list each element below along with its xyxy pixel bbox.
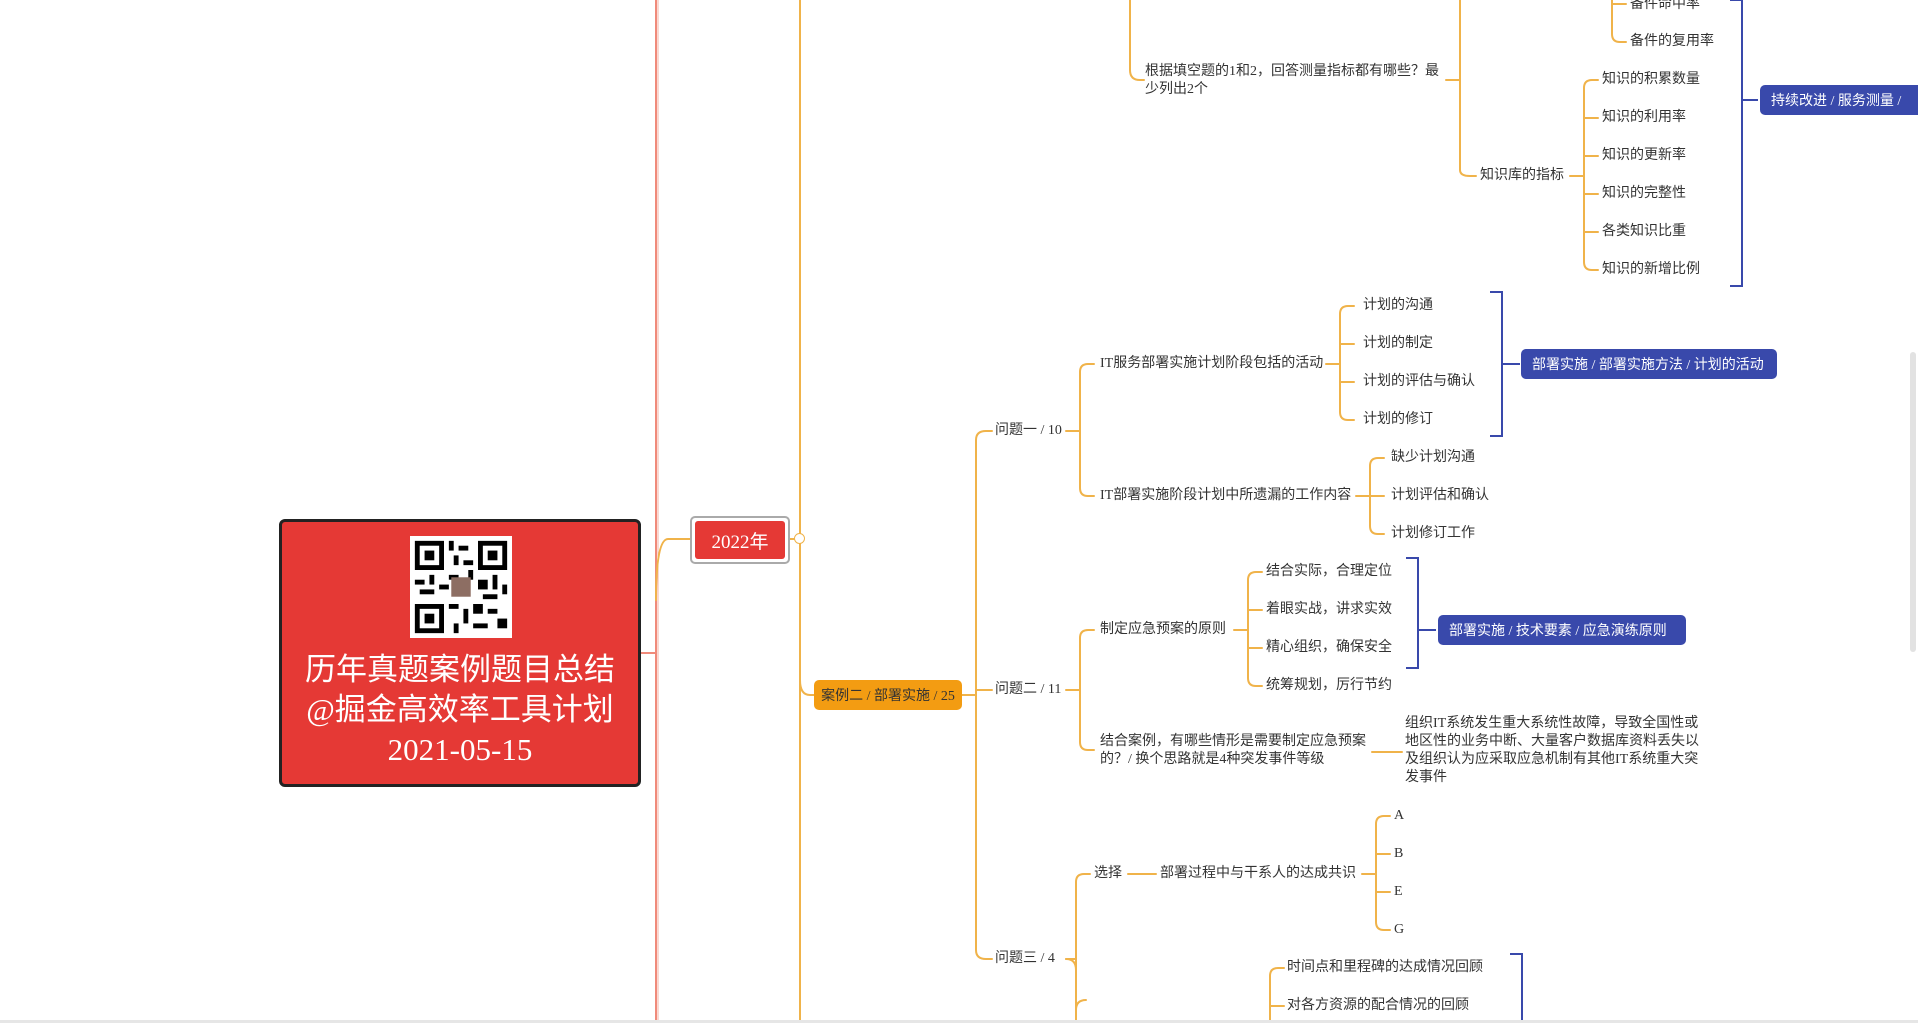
spare-item-2[interactable]: 备件的复用率 xyxy=(1630,34,1714,49)
q3-node[interactable]: 问题三 / 4 xyxy=(995,951,1055,966)
horizontal-scrollbar[interactable] xyxy=(0,1020,1918,1023)
spare-item-1[interactable]: 备件命中率 xyxy=(1630,0,1700,12)
year-label: 2022年 xyxy=(695,521,785,559)
q3-choice-node[interactable]: 选择 xyxy=(1094,866,1122,881)
measure-question-node[interactable]: 根据填空题的1和2，回答测量指标都有哪些？最少列出2个 xyxy=(1145,64,1439,97)
q2-a1-item-1[interactable]: 结合实际，合理定位 xyxy=(1266,564,1392,579)
root-date: 2021-05-15 xyxy=(387,732,533,767)
kb-item-5[interactable]: 各类知识比重 xyxy=(1602,224,1686,239)
q2-answer2-node[interactable]: 结合案例，有哪些情形是需要制定应急预案的？/ 换个思路就是4种突发事件等级 xyxy=(1100,734,1366,767)
root-node[interactable]: 历年真题案例题目总结 @掘金高效率工具计划 2021-05-15 xyxy=(279,519,641,787)
q2-answer1-node[interactable]: 制定应急预案的原则 xyxy=(1100,622,1226,637)
q1-a1-item-3[interactable]: 计划的评估与确认 xyxy=(1363,374,1475,389)
vertical-scrollbar[interactable] xyxy=(1910,352,1916,652)
kb-item-2[interactable]: 知识的利用率 xyxy=(1602,110,1686,125)
q3-option-g[interactable]: G xyxy=(1394,922,1405,937)
q3-consensus-node[interactable]: 部署过程中与干系人的达成共识 xyxy=(1160,866,1356,881)
kb-item-4[interactable]: 知识的完整性 xyxy=(1602,186,1686,201)
kb-item-6[interactable]: 知识的新增比例 xyxy=(1602,262,1700,277)
q3-option-a[interactable]: A xyxy=(1394,808,1405,823)
qr-code-icon xyxy=(410,536,512,638)
case-node[interactable]: 案例二 / 部署实施 / 25 xyxy=(814,680,962,710)
q2-node[interactable]: 问题二 / 11 xyxy=(995,682,1062,697)
q1-node[interactable]: 问题一 / 10 xyxy=(995,423,1062,438)
q2-a1-item-4[interactable]: 统筹规划，厉行节约 xyxy=(1266,678,1392,693)
q1-a2-item-3[interactable]: 计划修订工作 xyxy=(1391,526,1475,541)
q1-answer2-node[interactable]: IT部署实施阶段计划中所遗漏的工作内容 xyxy=(1100,488,1352,503)
qr-code-graphic xyxy=(410,536,512,638)
q3-option-e[interactable]: E xyxy=(1394,884,1403,899)
q1-a1-item-4[interactable]: 计划的修订 xyxy=(1363,412,1433,427)
q1-a1-item-2[interactable]: 计划的制定 xyxy=(1363,336,1433,351)
kb-item-1[interactable]: 知识的积累数量 xyxy=(1602,72,1700,87)
q2-a2-answer[interactable]: 组织IT系统发生重大系统性故障，导致全国性或地区性的业务中断、大量客户数据库资料… xyxy=(1405,716,1699,785)
q2-a1-item-3[interactable]: 精心组织，确保安全 xyxy=(1266,640,1392,655)
q1-a2-item-1[interactable]: 缺少计划沟通 xyxy=(1391,450,1475,465)
q1-a1-item-1[interactable]: 计划的沟通 xyxy=(1363,298,1433,313)
tag-deploy-plan-activities[interactable]: 部署实施 / 部署实施方法 / 计划的活动 xyxy=(1521,349,1777,379)
q3-option-b[interactable]: B xyxy=(1394,846,1404,861)
root-title-line2: @掘金高效率工具计划 xyxy=(306,692,614,727)
tag-emergency-drill-principles[interactable]: 部署实施 / 技术要素 / 应急演练原则 xyxy=(1438,615,1686,645)
year-node[interactable]: 2022年 xyxy=(690,516,790,564)
q1-answer1-node[interactable]: IT服务部署实施计划阶段包括的活动 xyxy=(1100,356,1324,371)
kb-item-3[interactable]: 知识的更新率 xyxy=(1602,148,1686,163)
collapse-toggle-icon[interactable] xyxy=(794,533,805,544)
root-title-line1: 历年真题案例题目总结 xyxy=(305,652,615,687)
q1-a2-item-2[interactable]: 计划评估和确认 xyxy=(1391,488,1489,503)
q3-review-item-2[interactable]: 对各方资源的配合情况的回顾 xyxy=(1287,998,1469,1013)
q2-a1-item-2[interactable]: 着眼实战，讲求实效 xyxy=(1266,602,1392,617)
q3-review-item-1[interactable]: 时间点和里程碑的达成情况回顾 xyxy=(1287,960,1483,975)
tag-continuous-improvement[interactable]: 持续改进 / 服务测量 / xyxy=(1760,85,1918,115)
kb-metrics-node[interactable]: 知识库的指标 xyxy=(1480,168,1564,183)
